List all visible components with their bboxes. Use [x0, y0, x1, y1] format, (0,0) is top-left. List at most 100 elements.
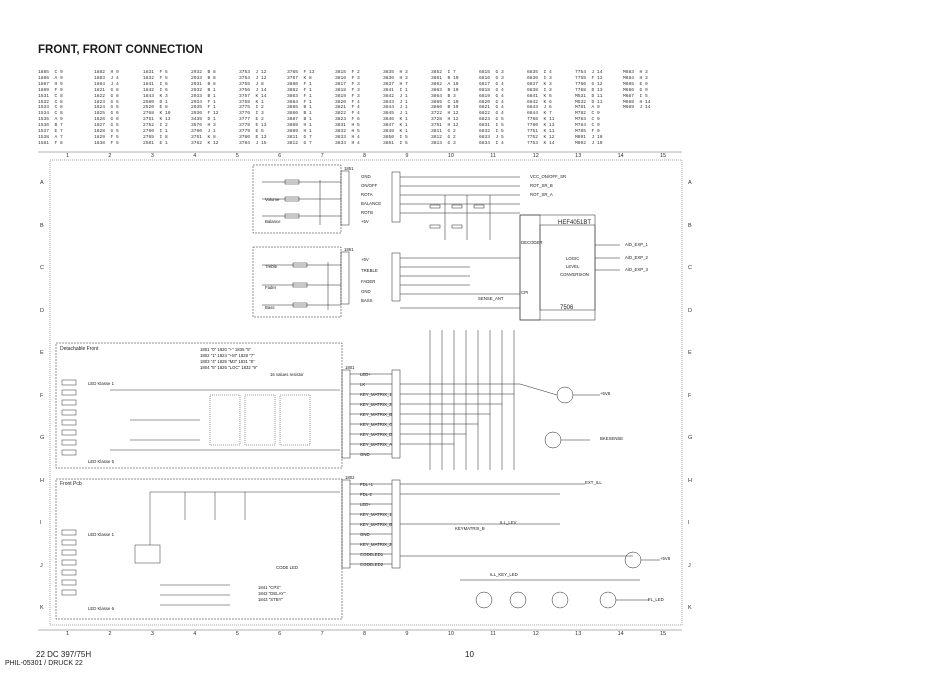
- reference-entry: 2932 B 8: [191, 70, 216, 75]
- reference-entry: 3765 F 13: [287, 70, 315, 75]
- grid-row-label: B: [40, 222, 44, 229]
- grid-row-label: D: [688, 307, 692, 314]
- grid-column-label: 3: [150, 153, 154, 159]
- reference-entry: 2581 E 1: [143, 140, 168, 146]
- reference-entry: 3834 H 4: [335, 140, 360, 146]
- reference-entry: 3820 F 4: [335, 99, 360, 105]
- grid-row-label: J: [688, 562, 691, 569]
- reference-entry: 3861 B 10: [431, 75, 459, 81]
- reference-entry: 2760 I 1: [143, 129, 168, 135]
- connector-1861-pin-2: TREBLE: [361, 268, 378, 273]
- front-pcb-note-2: 1842 "DELAY": [258, 591, 286, 596]
- ic-side-decoder: DECODER: [521, 240, 543, 245]
- grid-row-label: A: [40, 180, 44, 186]
- grid-column-label: 15: [660, 631, 667, 637]
- grid-row-label: J: [40, 562, 43, 569]
- connector-1802-pin-7: KEY_MATRIX_2: [360, 542, 392, 547]
- block-front-pcb: Front Pcb: [60, 481, 82, 487]
- connector-1851-pin-2: ON/OFF: [361, 183, 378, 188]
- reference-entry: 2765 I 8: [143, 134, 168, 140]
- grid-column-label: 15: [660, 153, 667, 159]
- front-pcb-note-3: 1843 "STBY": [258, 597, 284, 602]
- reference-entry: 6831 I 5: [479, 123, 504, 129]
- reference-entry: 2580 D 1: [143, 99, 168, 105]
- signal-vcc-onoff: VCC_ON/OFF_SR: [530, 174, 567, 179]
- reference-entry: 2752 I 2: [143, 123, 168, 129]
- led-part-note-2: 1802 "1" 1824 "+M" 1828 "7": [200, 353, 255, 358]
- reference-entry: M687 I 5: [623, 93, 648, 99]
- grid-column-label: 9: [405, 631, 409, 637]
- signal-bk-sense: BKESENSE: [600, 436, 624, 441]
- reference-entry: 2933 B 8: [191, 75, 216, 81]
- reference-entry: 3751 K 8: [191, 134, 216, 140]
- signal-rot-b: ROT_SR_B: [530, 183, 553, 188]
- connector-1861-ref: 1861: [344, 247, 354, 252]
- reference-entry: 3812 G 2: [431, 134, 456, 140]
- grid-column-label: 6: [278, 153, 282, 159]
- pot-label-treble: Treble: [265, 264, 278, 269]
- reference-entry: 3754 J 12: [239, 75, 267, 81]
- reference-entry: 6836 I 3: [527, 75, 552, 81]
- connector-1801-pin-1: LED+: [360, 372, 371, 377]
- reference-entry: 3851 I 5: [383, 140, 408, 146]
- grid-column-label: 9: [405, 153, 409, 159]
- reference-entry: 3784 J 15: [239, 140, 267, 146]
- reference-entry: M689 J 14: [623, 105, 651, 111]
- reference-entry: 3862 A 10: [431, 81, 459, 87]
- reference-entry: 2520 E 8: [143, 105, 168, 111]
- reference-entry: 7751 K 11: [527, 129, 555, 135]
- grid-column-label: 1: [66, 631, 70, 637]
- reference-entry: 3778 E 13: [239, 123, 267, 129]
- reference-entry: 6841 K 6: [527, 93, 552, 99]
- reference-entry: 3821 F 4: [335, 105, 360, 111]
- reference-entry: 3757 K 14: [239, 93, 267, 99]
- reference-entry: 3844 J 1: [383, 105, 408, 111]
- connector-1801-pin-8: KEY_MATRIX_A: [360, 442, 393, 447]
- connector-1802-pin-1: FDL+1: [360, 482, 374, 487]
- reference-entry: 1889 F 9: [38, 87, 63, 93]
- connector-1802-pin-6: GND: [360, 532, 370, 537]
- reference-entry: 3760 J 1: [191, 129, 216, 135]
- connector-1801-pin-6: KEY_MATRIX_C: [360, 422, 393, 427]
- reference-entry: 1534 C 8: [38, 111, 63, 117]
- reference-entry: 2934 F 1: [191, 99, 216, 105]
- reference-entry: 6837 K 3: [527, 81, 552, 87]
- reference-entry: M688 H 14: [623, 99, 651, 105]
- grid-column-label: 12: [532, 153, 539, 159]
- reference-entry: M686 G 9: [623, 87, 648, 93]
- reference-entry: 1884 J 4: [94, 81, 119, 87]
- reference-entry: 6832 I 5: [479, 129, 504, 135]
- reference-entry: 3823 F 6: [335, 117, 360, 123]
- reference-entry: 3758 K 1: [239, 99, 264, 105]
- reference-entry: 6820 G 4: [479, 99, 504, 105]
- reference-entry: 1825 G 6: [94, 111, 119, 117]
- grid-column-label: 5: [235, 153, 239, 159]
- grid-row-label: B: [688, 222, 692, 229]
- connector-1861-pin-4: GND: [361, 289, 371, 294]
- ic-output-3: A/D_EXP_3: [625, 267, 648, 272]
- connector-1801-pin-9: GND: [360, 452, 370, 457]
- reference-entry: 3841 I 1: [383, 87, 408, 93]
- reference-entry: 2932 B 1: [191, 87, 216, 93]
- led-part-note-4: 1804 "5" 1826 "LOC" 1832 "9": [200, 365, 258, 370]
- reference-entry: 2935 F 1: [191, 105, 216, 111]
- grid-row-label: F: [40, 392, 44, 399]
- connector-1801-pin-4: KEY_MATRIX_2: [360, 402, 392, 407]
- reference-entry: 1537 E 7: [38, 129, 63, 135]
- reference-entry: 6834 I 4: [479, 140, 504, 146]
- reference-entry: 7755 F 13: [575, 75, 603, 81]
- reference-entry: 3884 F 1: [287, 99, 312, 105]
- reference-entry: 3833 H 4: [335, 134, 360, 140]
- reference-entry: M783 C 9: [575, 117, 600, 123]
- ic-sub-level: LEVEL: [566, 264, 580, 269]
- grid-row-label: E: [688, 350, 692, 356]
- reference-entry: 3835 H 3: [383, 70, 408, 75]
- led-mats-bottom-label: LED Klasse 5: [88, 459, 115, 464]
- grid-row-label: C: [688, 265, 692, 271]
- reference-entry: 3837 H 7: [383, 81, 408, 87]
- reference-entry: 3850 I 5: [383, 134, 408, 140]
